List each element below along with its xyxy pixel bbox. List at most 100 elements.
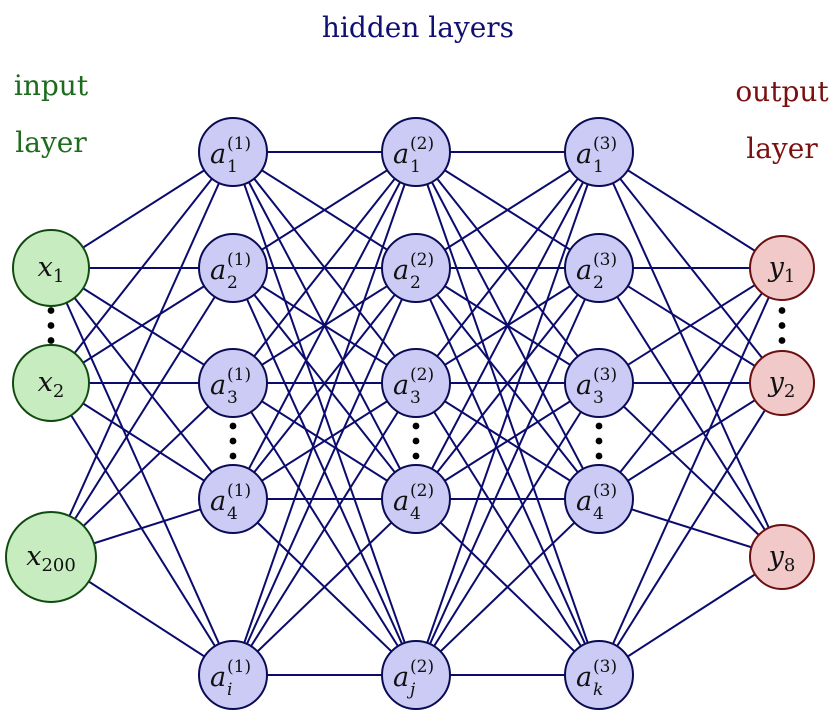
- node-input-1: x1: [12, 229, 90, 307]
- output-layer-label-line2: layer: [746, 132, 818, 165]
- node-label-subscript: 2: [227, 273, 238, 293]
- edge-hidden-2-5-to-hidden-3-1: [415, 151, 600, 676]
- node-label-superscript: (2): [410, 481, 434, 501]
- node-label: y8: [768, 541, 796, 576]
- edge-hidden-3-2-to-output-3: [598, 267, 783, 558]
- node-label: a(3)2: [576, 250, 617, 293]
- node-circle: [381, 348, 451, 418]
- edge-hidden-3-1-to-output-1: [598, 151, 783, 269]
- node-circle: [381, 117, 451, 187]
- node-circle: [198, 233, 268, 303]
- node-label-subscript: 200: [41, 555, 75, 576]
- node-label-subscript: 2: [410, 273, 421, 293]
- node-label: a(2)3: [393, 365, 434, 408]
- node-circle: [198, 640, 268, 710]
- ellipsis-dot: [229, 422, 237, 430]
- node-hidden-3-4: a(3) 4: [564, 464, 634, 534]
- node-label-base: x: [38, 367, 53, 398]
- node-label: a(3)3: [576, 365, 617, 408]
- node-hidden-1-5: a(1) i: [198, 640, 268, 710]
- node-label-subscript: 4: [227, 504, 238, 524]
- edge-hidden-2-2-to-hidden-3-1: [415, 151, 600, 269]
- node-label-base: a: [210, 662, 226, 693]
- node-output-1: y1: [749, 235, 815, 301]
- node-circle: [749, 524, 815, 590]
- edge-hidden-2-4-to-hidden-3-2: [415, 267, 600, 500]
- ellipsis-dot: [412, 452, 420, 460]
- ellipsis-dot: [229, 452, 237, 460]
- ellipsis-dot: [412, 437, 420, 445]
- edge-hidden-1-4-to-hidden-2-2: [232, 267, 417, 500]
- node-input-2: x2: [12, 344, 90, 422]
- node-circle: [12, 229, 90, 307]
- node-hidden-1-4: a(1)4: [198, 464, 268, 534]
- edge-hidden-1-5-to-hidden-2-2: [232, 267, 417, 676]
- node-output-2: y2: [749, 350, 815, 416]
- ellipsis-dot: [47, 337, 55, 344]
- node-label-subscript: 2: [53, 381, 64, 402]
- ellipsis-dot: [595, 437, 603, 445]
- node-circle: [198, 348, 268, 418]
- node-hidden-1-1: a(1)1: [198, 117, 268, 187]
- connection-edges: [50, 151, 783, 676]
- edge-hidden-1-5-to-hidden-2-4: [232, 498, 417, 676]
- vertical-ellipsis-input: [47, 307, 55, 344]
- node-hidden-3-5: a(3)k: [564, 640, 634, 710]
- node-hidden-2-4: a(2)4: [381, 464, 451, 534]
- ellipsis-dot: [229, 437, 237, 445]
- node-label-subscript: 1: [227, 157, 238, 177]
- node-label-subscript: 2: [784, 381, 795, 402]
- output-layer-label-line1: output: [735, 75, 829, 108]
- node-label-base: a: [576, 486, 592, 517]
- node-label: x1: [38, 252, 65, 287]
- node-circle: [381, 640, 451, 710]
- edge-hidden-3-5-to-output-3: [598, 556, 783, 676]
- node-label-base: a: [210, 139, 226, 170]
- node-label-base: a: [576, 255, 592, 286]
- node-label: a(3)k: [576, 657, 617, 700]
- node-label-base: y: [768, 252, 785, 283]
- node-label-subscript: 4: [593, 504, 604, 524]
- node-circle: [564, 464, 634, 534]
- node-circle: [749, 350, 815, 416]
- node-label-base: a: [210, 255, 226, 286]
- node-circle: [198, 117, 268, 187]
- edge-input-3-to-hidden-1-2: [50, 267, 234, 558]
- node-label: a(2)2: [393, 250, 434, 293]
- vertical-ellipsis-output: [778, 307, 786, 344]
- node-label-superscript: (1): [227, 365, 251, 385]
- node-label-subscript: 3: [227, 388, 238, 408]
- node-label-superscript: (1): [227, 657, 251, 677]
- node-label: y2: [768, 367, 796, 402]
- node-label-superscript: (3): [593, 134, 617, 154]
- edge-hidden-2-4-to-hidden-3-3: [415, 382, 600, 500]
- node-circle: [564, 348, 634, 418]
- node-label-superscript: (3): [593, 481, 617, 501]
- node-label: a(1) 3: [210, 365, 251, 408]
- input-layer-label-line1: input: [14, 69, 89, 102]
- node-label-base: a: [210, 370, 226, 401]
- node-label-base: a: [393, 139, 409, 170]
- vertical-ellipsis-hidden-2: [412, 422, 420, 460]
- node-label-superscript: (3): [593, 657, 617, 677]
- node-label: a(1)1: [210, 134, 251, 177]
- node-label-superscript: (1): [227, 481, 251, 501]
- node-label-base: a: [576, 662, 592, 693]
- node-label: a(1) i: [210, 657, 251, 700]
- hidden-layers-label: hidden layers: [322, 11, 514, 44]
- edge-hidden-2-3-to-hidden-3-1: [415, 151, 600, 384]
- node-label-subscript: 1: [593, 157, 604, 177]
- node-label-superscript: (3): [593, 365, 617, 385]
- node-label: a(2)j: [393, 657, 434, 700]
- node-label-superscript: (2): [410, 365, 434, 385]
- node-label-superscript: (2): [410, 134, 434, 154]
- network-nodes: x1x2x200a(1)1a(1)2a(1)3a(1)4a(1)ia(2)1a(…: [5, 117, 815, 710]
- node-label-base: a: [576, 370, 592, 401]
- edge-hidden-3-4-to-output-2: [598, 382, 783, 500]
- node-label-subscript: i: [227, 680, 232, 700]
- node-label-base: a: [393, 662, 409, 693]
- node-input-3: x200: [5, 511, 97, 603]
- node-circle: [564, 640, 634, 710]
- edge-hidden-3-5-to-output-1: [598, 267, 783, 676]
- node-label-superscript: (3): [593, 250, 617, 270]
